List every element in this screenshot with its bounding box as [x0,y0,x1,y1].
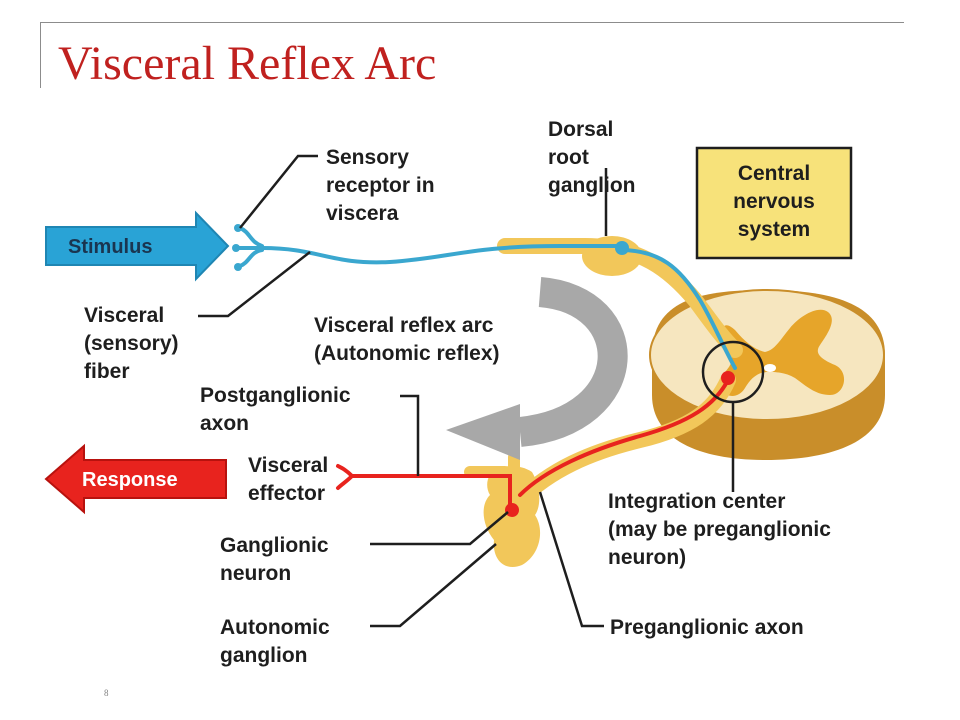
label-ganglionic-neuron-1: Ganglionic [220,534,329,557]
sensory-neuron-process [618,248,737,370]
motor-pathway [336,378,730,507]
label-autonomic-ganglion-1: Autonomic [220,616,330,639]
ventral-root-sheath [512,372,736,508]
leader-autonomic-ganglion [370,543,497,628]
leader-sensory-receptor [239,154,318,229]
label-dorsal-root-3: ganglion [548,174,636,197]
cns-label-line2: nervous [733,190,815,213]
sensory-neuron-cell-body [615,241,629,255]
label-postganglionic-2: axon [200,412,249,435]
label-dorsal-root-2: root [548,146,589,169]
slide-frame-left [40,22,41,88]
label-visceral-fiber-2: (sensory) [84,332,179,355]
leader-lines [198,154,735,628]
receptor-branch-top [238,226,264,248]
curved-arc-arrow [446,277,628,460]
ganglionic-neuron-cell-body [505,503,519,517]
leader-postganglionic-axon [400,394,420,476]
label-sensory-receptor-1: Sensory [326,146,409,169]
leader-ganglionic-neuron [370,511,509,546]
label-visceral-fiber-1: Visceral [84,304,164,327]
label-visceral-effector-2: effector [248,482,325,505]
spinal-cord [649,289,885,460]
receptor-endings [232,224,242,271]
postganglionic-fiber [350,474,512,507]
preganglionic-neuron-cell-body [721,371,735,385]
label-integration-center-2: (may be preganglionic [608,518,831,541]
slide-number: 8 [104,688,109,698]
slide-frame-top [40,22,904,23]
label-sensory-receptor-3: viscera [326,202,399,225]
stimulus-arrow: Stimulus [45,210,230,282]
label-sensory-receptor-2: receptor in [326,174,435,197]
label-autonomic-ganglion-2: ganglion [220,644,308,667]
label-integration-center-3: neuron) [608,546,686,569]
cns-box: Central nervous system [695,146,853,260]
cns-label-line3: system [738,218,810,241]
arc-subtitle: (Autonomic reflex) [314,342,500,365]
central-canal [764,364,776,372]
slide-title: Visceral Reflex Arc [58,37,437,90]
curved-arrow-head [446,404,520,460]
label-ganglionic-neuron-2: neuron [220,562,291,585]
leader-preganglionic-axon [538,491,604,628]
label-visceral-fiber-3: fiber [84,360,130,383]
label-preganglionic-axon: Preganglionic axon [610,616,804,639]
effector-ending-low [336,474,354,490]
effector-ending-top [336,464,354,478]
cns-label-line1: Central [738,162,810,185]
label-postganglionic-1: Postganglionic [200,384,351,407]
response-arrow: Response [44,443,227,515]
leader-visceral-fiber [198,251,311,318]
response-label: Response [82,469,178,491]
dorsal-root-ganglion [582,236,642,276]
label-dorsal-root-1: Dorsal [548,118,613,141]
label-visceral-effector-1: Visceral [248,454,328,477]
receptor-branch-low [238,248,264,268]
diagram-labels: Sensory receptor in viscera Dorsal root … [84,118,831,667]
spinal-cord-gray-matter [719,309,845,396]
stimulus-label: Stimulus [68,236,152,258]
arc-title: Visceral reflex arc [314,314,494,337]
preganglionic-fiber [518,378,730,497]
label-integration-center-1: Integration center [608,490,785,513]
